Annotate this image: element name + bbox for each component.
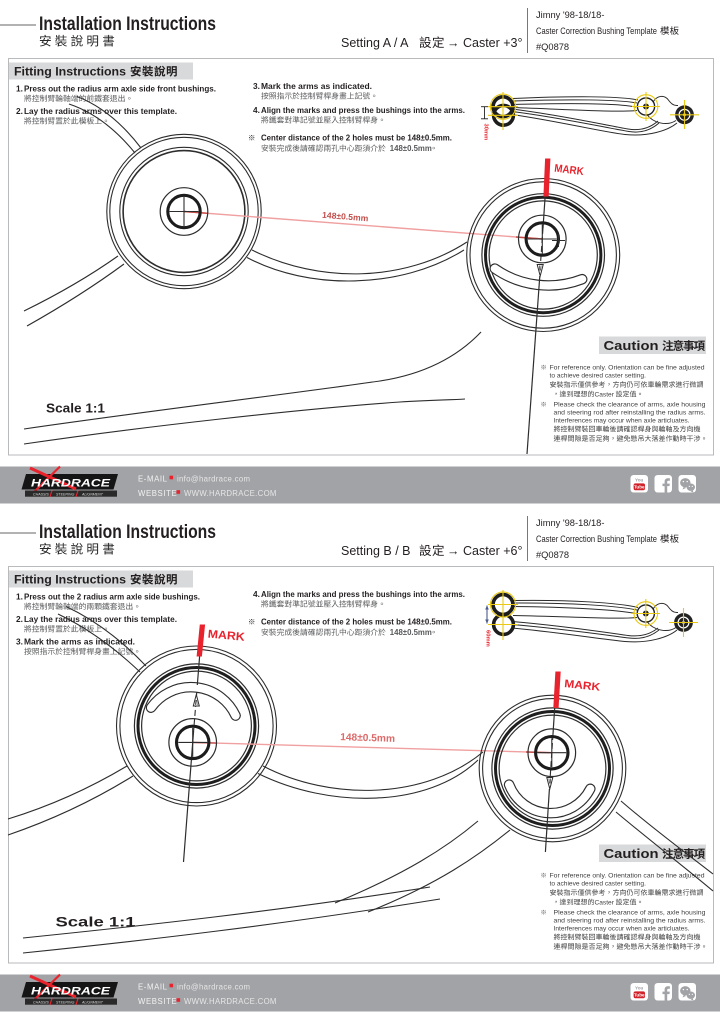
svg-text:→ Caster +6°: → Caster +6° <box>447 544 523 558</box>
svg-text:Tube: Tube <box>634 485 645 490</box>
svg-text:Center distance of the 2 holes: Center distance of the 2 holes must be 1… <box>261 133 452 143</box>
svg-text:Setting B / B: Setting B / B <box>341 544 410 558</box>
svg-text:4.: 4. <box>253 589 260 599</box>
svg-text:HARDRACE: HARDRACE <box>31 986 111 998</box>
svg-text:Please check the clearance of: Please check the clearance of arms, axle… <box>554 910 706 917</box>
svg-text:CHASSIS: CHASSIS <box>33 1001 49 1005</box>
svg-text:E-MAIL: E-MAIL <box>138 983 168 992</box>
svg-text:WWW.HARDRACE.COM: WWW.HARDRACE.COM <box>184 997 277 1006</box>
svg-text:Caster: Caster <box>595 392 615 399</box>
svg-text:Caster Correction Bushing Temp: Caster Correction Bushing Template <box>536 534 657 544</box>
svg-text:30mm: 30mm <box>482 124 488 141</box>
svg-text:to achieve desired caster sett: to achieve desired caster setting. <box>550 881 647 888</box>
svg-text:1.: 1. <box>16 592 23 602</box>
svg-text:MARK: MARK <box>554 163 585 179</box>
svg-text:Scale 1:1: Scale 1:1 <box>46 402 105 416</box>
svg-text:148±0.5mm: 148±0.5mm <box>390 144 432 153</box>
svg-text:and steering rod after reinsta: and steering rod after reinstalling the … <box>554 918 706 925</box>
svg-text:#Q0878: #Q0878 <box>536 42 569 52</box>
svg-text:MARK: MARK <box>207 629 246 644</box>
svg-text:148±0.5mm: 148±0.5mm <box>322 210 369 224</box>
svg-text:Interferences may occur when a: Interferences may occur when axle articl… <box>554 418 690 425</box>
svg-text:Press out the 2 radius arm axl: Press out the 2 radius arm axle side bus… <box>24 592 200 602</box>
svg-text:For reference only. Orientatio: For reference only. Orientation can be f… <box>550 365 705 372</box>
svg-text:Fitting Instructions: Fitting Instructions <box>14 67 126 79</box>
svg-text:Setting A / A: Setting A / A <box>341 36 409 50</box>
svg-text:to achieve desired caster sett: to achieve desired caster setting. <box>550 373 647 380</box>
svg-text:Lay the radius arms over this: Lay the radius arms over this template. <box>24 106 177 116</box>
svg-text:Press out the radius arm axle: Press out the radius arm axle side front… <box>24 84 216 94</box>
svg-text:WEBSITE: WEBSITE <box>138 997 177 1006</box>
svg-text:Center distance of the 2 holes: Center distance of the 2 holes must be 1… <box>261 617 452 627</box>
svg-text:2.: 2. <box>16 106 23 116</box>
svg-text:Caster: Caster <box>595 900 615 907</box>
svg-text:For reference only. Orientatio: For reference only. Orientation can be f… <box>550 873 705 880</box>
svg-text:Lay the radius arms over this: Lay the radius arms over this template. <box>24 614 177 624</box>
svg-text:60mm: 60mm <box>485 630 491 647</box>
svg-text:Installation Instructions: Installation Instructions <box>39 14 216 35</box>
svg-text:Caster Correction Bushing Temp: Caster Correction Bushing Template <box>536 26 657 36</box>
svg-text:Align the marks and press the: Align the marks and press the bushings i… <box>261 589 465 599</box>
svg-text:Caution: Caution <box>604 338 659 353</box>
svg-text:WEBSITE: WEBSITE <box>138 489 177 498</box>
svg-text:Mark the arms as indicated.: Mark the arms as indicated. <box>24 637 135 647</box>
svg-text:MARK: MARK <box>564 678 601 694</box>
svg-text:#Q0878: #Q0878 <box>536 550 569 560</box>
svg-text:WWW.HARDRACE.COM: WWW.HARDRACE.COM <box>184 489 277 498</box>
svg-text:3.: 3. <box>253 81 260 91</box>
svg-text:Fitting Instructions: Fitting Instructions <box>14 575 126 587</box>
svg-text:148±0.5mm: 148±0.5mm <box>340 732 395 745</box>
svg-text:info@hardrace.com: info@hardrace.com <box>177 983 250 992</box>
svg-text:Jimny '98-18/18-: Jimny '98-18/18- <box>536 10 604 20</box>
svg-text:2.: 2. <box>16 614 23 624</box>
svg-text:Align the marks and press the: Align the marks and press the bushings i… <box>261 105 465 115</box>
svg-text:4.: 4. <box>253 105 260 115</box>
svg-text:info@hardrace.com: info@hardrace.com <box>177 475 250 484</box>
svg-text:148±0.5mm: 148±0.5mm <box>390 628 432 637</box>
svg-text:Tube: Tube <box>634 993 645 998</box>
svg-text:STEERING: STEERING <box>56 1001 75 1005</box>
svg-text:You: You <box>635 986 644 991</box>
svg-text:3.: 3. <box>16 637 23 647</box>
svg-text:Caution: Caution <box>604 846 659 861</box>
svg-text:Mark the arms as indicated.: Mark the arms as indicated. <box>261 81 372 91</box>
svg-text:CHASSIS: CHASSIS <box>33 493 49 497</box>
svg-text:and steering rod after reinsta: and steering rod after reinstalling the … <box>554 410 706 417</box>
svg-text:Installation Instructions: Installation Instructions <box>39 522 216 543</box>
svg-text:STEERING: STEERING <box>56 493 75 497</box>
svg-text:1.: 1. <box>16 84 23 94</box>
svg-text:→ Caster +3°: → Caster +3° <box>447 36 523 50</box>
svg-text:ALIGNMENT: ALIGNMENT <box>81 493 104 497</box>
svg-text:HARDRACE: HARDRACE <box>31 478 111 490</box>
svg-text:Scale 1:1: Scale 1:1 <box>56 914 136 930</box>
svg-text:Please check the clearance of: Please check the clearance of arms, axle… <box>554 402 706 409</box>
svg-text:ALIGNMENT: ALIGNMENT <box>81 1001 104 1005</box>
svg-text:Jimny '98-18/18-: Jimny '98-18/18- <box>536 518 604 528</box>
svg-text:You: You <box>635 478 644 483</box>
svg-text:E-MAIL: E-MAIL <box>138 475 168 484</box>
svg-text:Interferences may occur when a: Interferences may occur when axle articl… <box>554 926 690 933</box>
